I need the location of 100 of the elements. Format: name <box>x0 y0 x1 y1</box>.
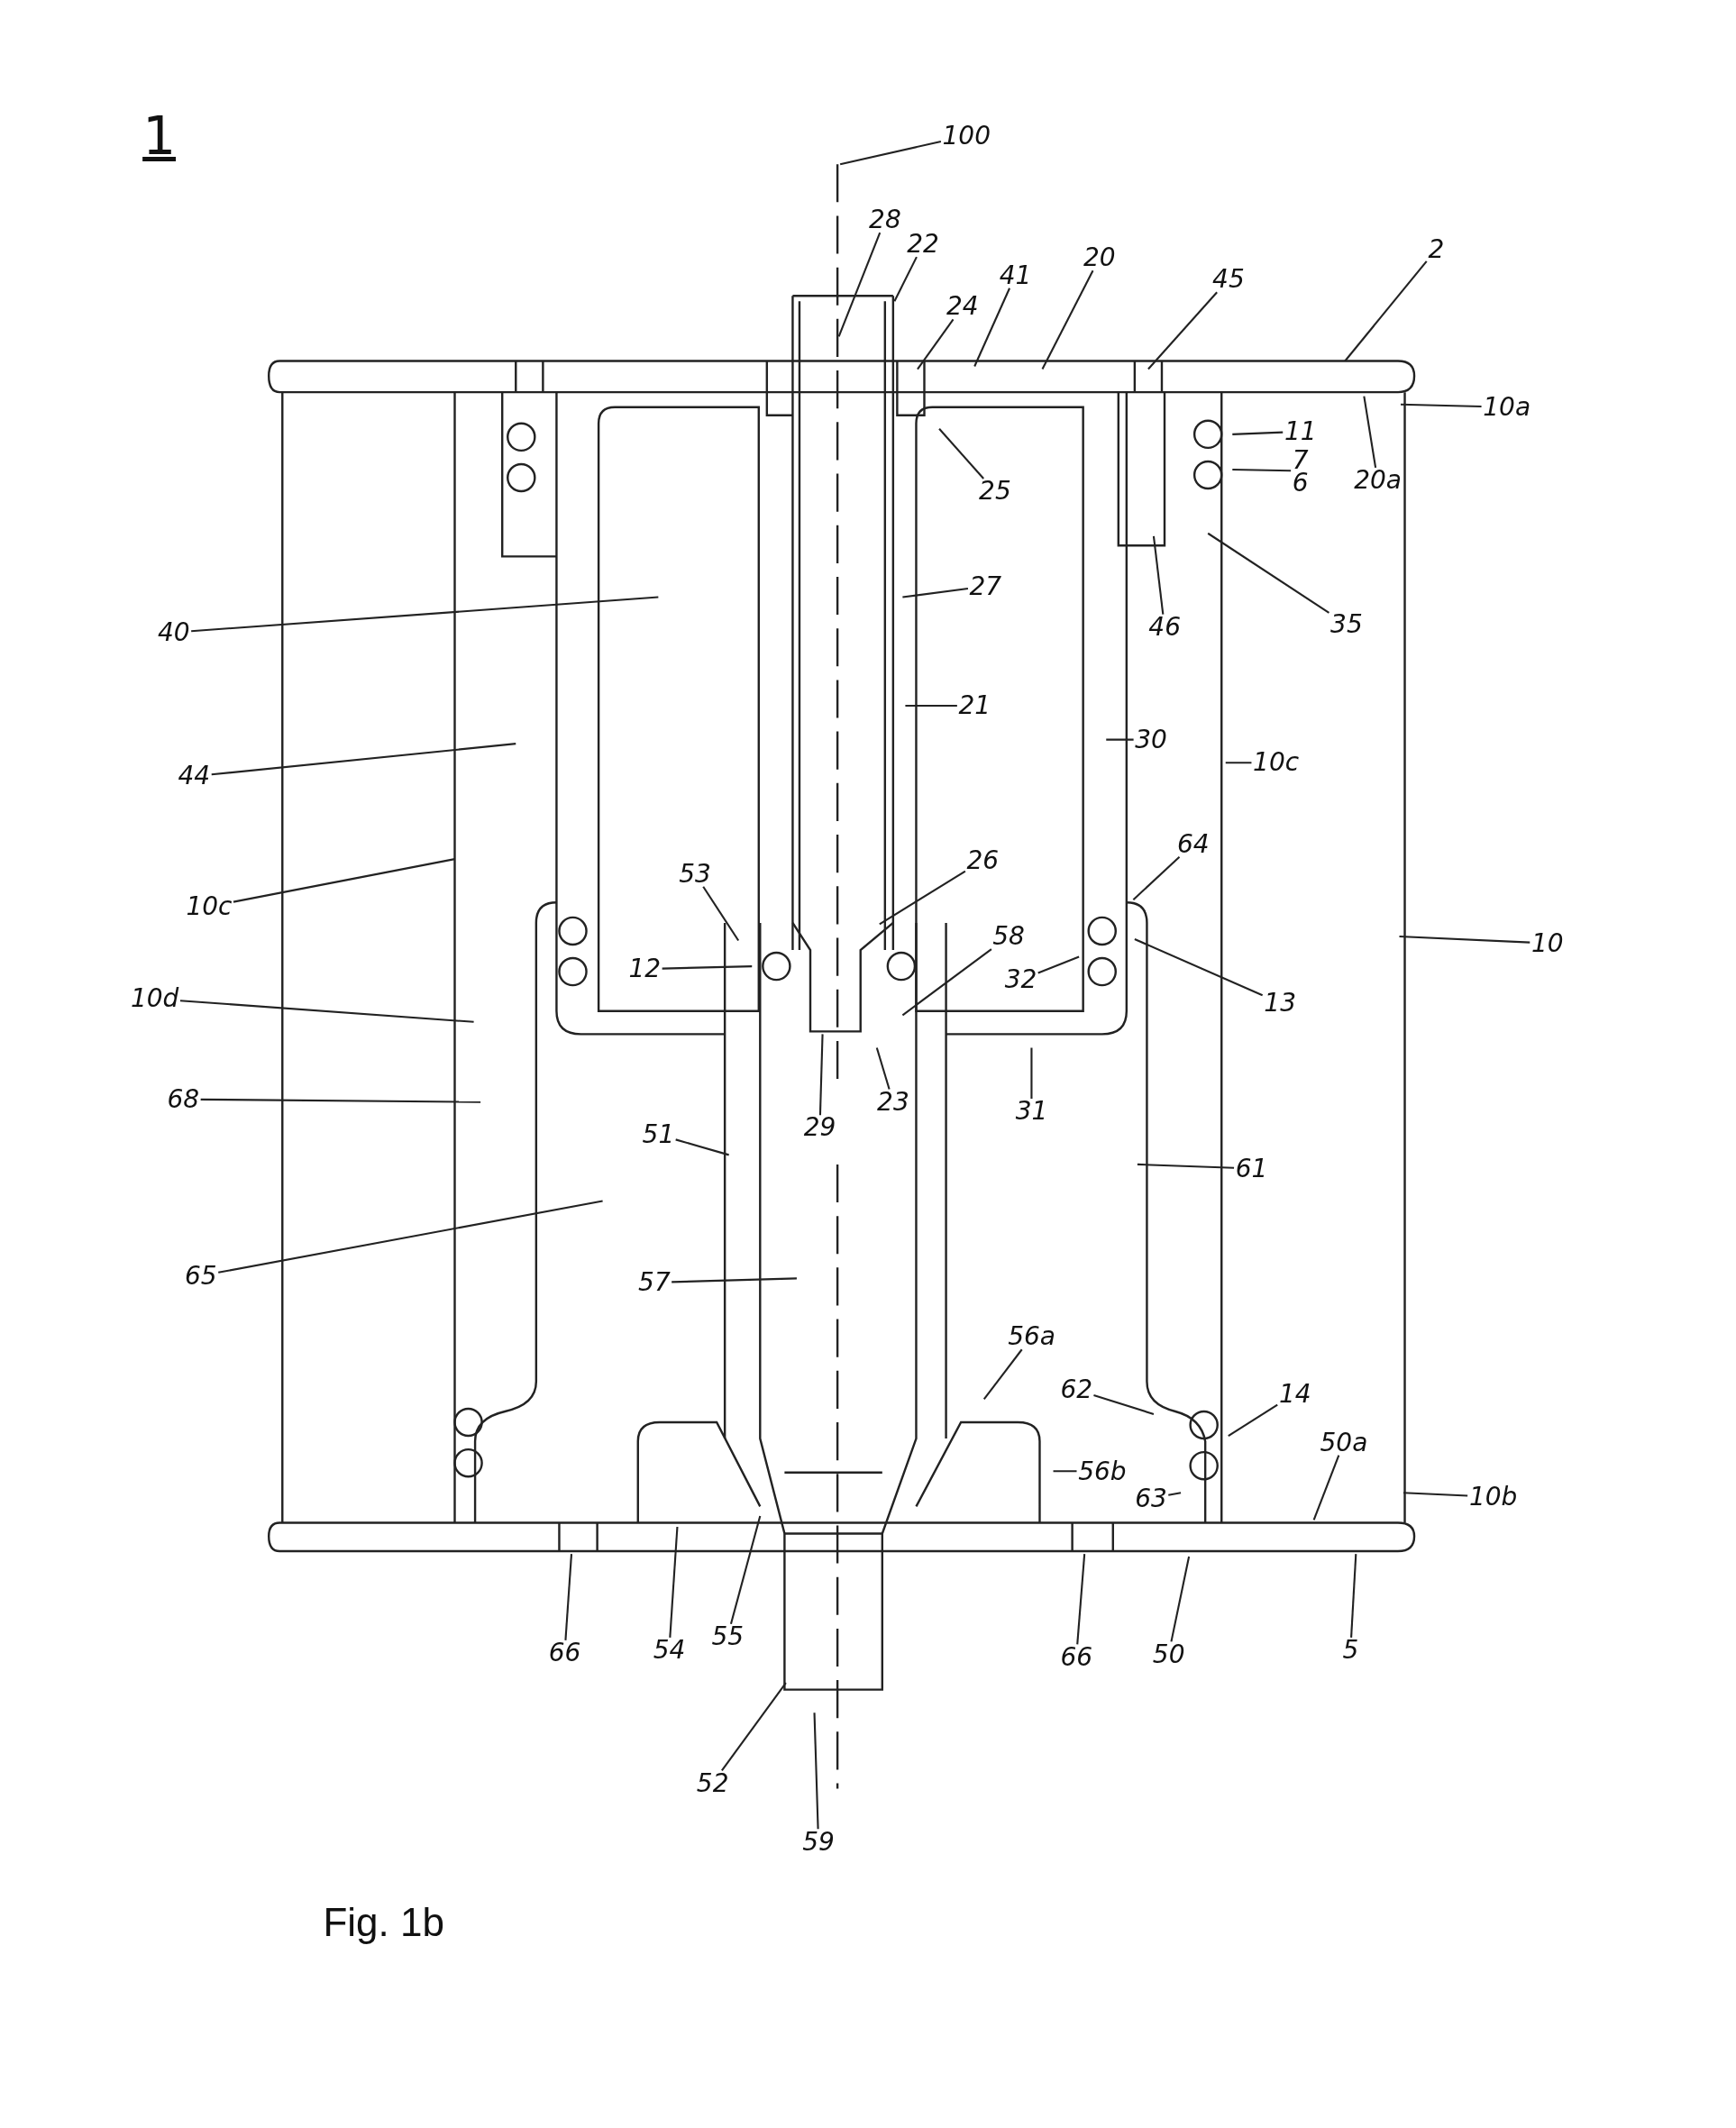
leader-line <box>218 1200 603 1274</box>
leader-line <box>1037 955 1080 974</box>
leader-line <box>1147 291 1218 370</box>
callout-number: 28 <box>869 208 901 232</box>
leader-line <box>1350 1554 1357 1638</box>
leader-line <box>1344 260 1428 362</box>
leader-line <box>818 1034 824 1116</box>
callout-number: 57 <box>638 1271 671 1294</box>
leader-line <box>839 140 942 166</box>
callout-number: 20a <box>1354 469 1402 492</box>
leader-line <box>1152 535 1165 615</box>
leader-line <box>1207 532 1330 614</box>
leader-line <box>1093 1393 1155 1415</box>
leader-line <box>1106 738 1134 741</box>
leader-line <box>1399 935 1530 944</box>
leader-line <box>200 1098 481 1103</box>
callout-number: 12 <box>628 957 662 981</box>
leader-line <box>179 1000 474 1023</box>
callout-number: 14 <box>1278 1383 1311 1406</box>
leader-line <box>1312 1455 1340 1521</box>
figure-caption: Fig. 1b <box>323 1900 444 1946</box>
leader-line <box>721 1682 787 1772</box>
callout-number: 61 <box>1235 1157 1268 1181</box>
callout-number: 5 <box>1342 1639 1359 1662</box>
callout-number: 50 <box>1152 1643 1185 1667</box>
callout-number: 44 <box>178 764 211 788</box>
leader-line <box>901 948 992 1017</box>
leader-line <box>729 1515 762 1625</box>
callout-number: 7 <box>1292 448 1309 471</box>
callout-number: 54 <box>653 1639 686 1662</box>
callout-number: 26 <box>966 849 1000 872</box>
callout-number: 50a <box>1320 1431 1368 1455</box>
leader-line <box>211 743 516 776</box>
callout-number: 41 <box>999 264 1032 288</box>
callout-number: 10 <box>1531 932 1564 955</box>
callout-number: 10d <box>130 987 179 1010</box>
figure-number: 1 <box>142 105 177 168</box>
leader-line <box>1363 396 1377 469</box>
callout-number: 55 <box>711 1625 744 1649</box>
callout-number: 27 <box>969 575 1002 598</box>
leader-line <box>1030 1047 1033 1100</box>
callout-number: 66 <box>1060 1646 1093 1669</box>
leader-line <box>1132 855 1181 901</box>
callout-number: 25 <box>979 479 1011 503</box>
callout-number: 65 <box>185 1265 217 1288</box>
callout-number: 6 <box>1292 470 1309 494</box>
callout-number: 31 <box>1015 1100 1048 1123</box>
leader-line <box>875 1047 891 1090</box>
callout-number: 58 <box>992 925 1025 948</box>
leader-line <box>905 704 957 708</box>
callout-number: 45 <box>1212 268 1245 291</box>
leader-line <box>564 1554 573 1640</box>
leader-line <box>893 256 918 302</box>
callout-number: 56a <box>1008 1325 1055 1348</box>
leader-line <box>938 428 984 479</box>
callout-number: 11 <box>1284 420 1317 443</box>
leader-line <box>837 232 882 337</box>
callout-number: 40 <box>157 621 190 644</box>
leader-line <box>662 965 753 970</box>
leader-line <box>191 596 659 633</box>
callout-number: 24 <box>946 295 979 318</box>
callout-number: 20 <box>1083 246 1116 269</box>
callout-number: 29 <box>803 1116 836 1140</box>
leader-line <box>879 870 966 926</box>
callout-number: 30 <box>1135 728 1167 752</box>
leader-line <box>1053 1470 1077 1473</box>
leader-line <box>675 1138 729 1156</box>
callout-number: 46 <box>1148 616 1181 639</box>
callout-number: 13 <box>1264 991 1296 1015</box>
leader-line <box>1041 269 1094 370</box>
leader-line <box>1232 468 1292 472</box>
leader-line <box>672 1277 797 1283</box>
leader-line <box>973 288 1011 367</box>
callout-number: 2 <box>1428 238 1445 261</box>
leader-line <box>1137 1163 1235 1169</box>
callout-number: 51 <box>642 1123 675 1146</box>
leader-line <box>1400 403 1482 408</box>
callout-number: 10b <box>1468 1485 1518 1509</box>
callout-number: 10a <box>1483 396 1531 419</box>
callout-number: 53 <box>679 863 711 886</box>
leader-line <box>982 1348 1023 1401</box>
leader-line <box>1168 1492 1182 1496</box>
callout-number: 63 <box>1135 1487 1167 1511</box>
leader-line <box>1228 1403 1278 1437</box>
callout-number: 35 <box>1330 613 1363 636</box>
callout-number: 10c <box>186 895 233 918</box>
callout-number: 22 <box>907 233 939 256</box>
callout-number: 62 <box>1060 1378 1093 1402</box>
callout-number: 32 <box>1004 968 1037 991</box>
callout-number: 68 <box>167 1088 200 1111</box>
callout-number: 10c <box>1253 751 1300 774</box>
callout-number: 66 <box>548 1641 581 1665</box>
leader-line <box>813 1712 819 1830</box>
callout-number: 52 <box>696 1772 729 1795</box>
callout-number: 64 <box>1176 833 1210 856</box>
leader-line <box>1403 1492 1468 1497</box>
leader-line <box>902 587 969 598</box>
callout-number: 23 <box>877 1091 909 1114</box>
callout-number: 100 <box>942 124 991 148</box>
callout-number: 56b <box>1078 1459 1127 1484</box>
